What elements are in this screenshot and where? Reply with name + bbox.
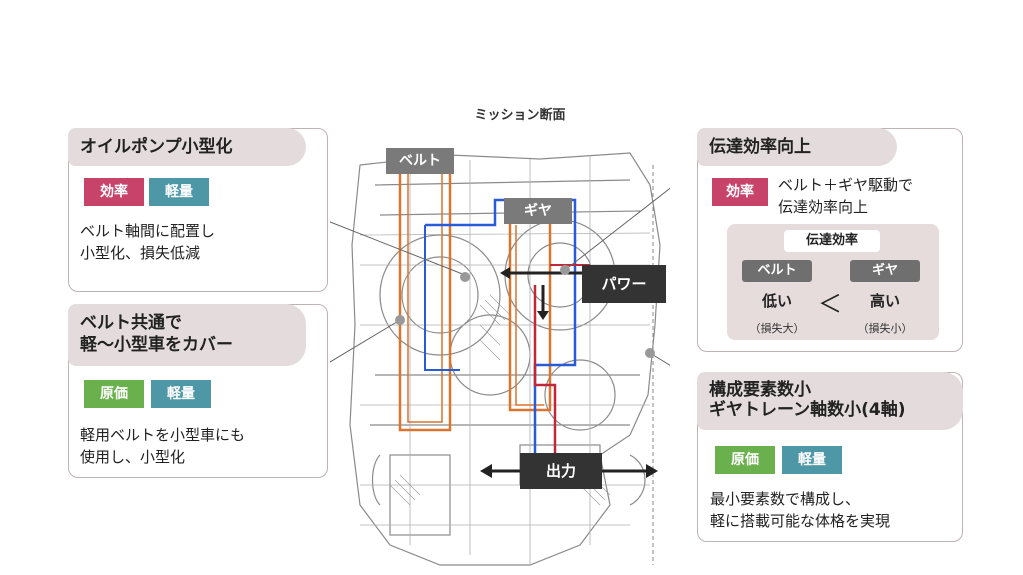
power-label: パワー: [582, 265, 666, 303]
card-transmission-text: ベルト＋ギヤ駆動で 伝達効率向上: [778, 176, 914, 216]
card-belt-common-text: 軽用ベルトを小型車にも 使用し、小型化: [80, 426, 246, 466]
efficiency-belt-note: （損失大）: [749, 322, 805, 335]
output-label: 出力: [520, 453, 602, 489]
efficiency-gear-label: ギヤ: [850, 260, 920, 282]
card-components-text: 最小要素数で構成し、 軽に搭載可能な体格を実現: [710, 490, 891, 530]
card-components-heading: 構成要素数小 ギヤトレーン軸数小(4軸): [697, 372, 963, 430]
tag-weight: 軽量: [151, 380, 211, 408]
card-oil-pump-heading: オイルポンプ小型化: [68, 128, 306, 166]
card-belt-common-heading: ベルト共通で 軽〜小型車をカバー: [68, 304, 306, 366]
efficiency-panel-title: 伝達効率: [784, 230, 880, 252]
card-transmission-heading: 伝達効率向上: [697, 128, 897, 166]
tag-efficiency: 効率: [84, 178, 144, 206]
tag-cost: 原価: [715, 446, 775, 474]
tag-weight: 軽量: [782, 446, 842, 474]
efficiency-belt-label: ベルト: [742, 260, 812, 282]
card-oil-pump-text: ベルト軸間に配置し 小型化、損失低減: [80, 222, 216, 262]
transmission-cross-section: [330, 152, 670, 566]
efficiency-gear-value: 高い: [869, 292, 900, 310]
tag-efficiency: 効率: [712, 178, 768, 206]
belt-label: ベルト: [386, 148, 454, 174]
tag-weight: 軽量: [149, 178, 209, 206]
diagram-title: ミッション断面: [474, 108, 566, 123]
efficiency-comparator: ＜: [818, 290, 842, 318]
gear-label: ギヤ: [504, 198, 572, 224]
efficiency-gear-note: （損失小）: [857, 322, 913, 335]
tag-cost: 原価: [84, 380, 144, 408]
efficiency-belt-value: 低い: [761, 292, 792, 310]
